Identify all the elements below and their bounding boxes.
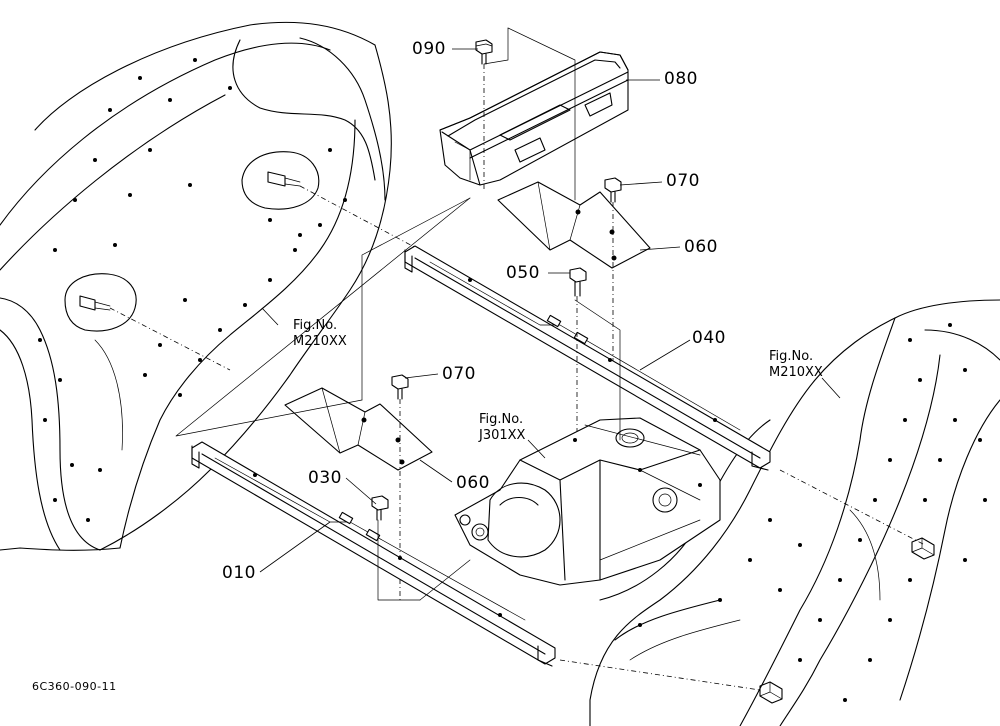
figure-reference-left: Fig.No. M210XX: [293, 318, 347, 351]
label-080: 080: [664, 69, 698, 89]
figure-reference-left-title: Fig.No.: [293, 318, 338, 333]
label-070-lower: 070: [442, 364, 476, 384]
bolt-070-lower: [391, 374, 409, 600]
right-fender: [559, 299, 1000, 726]
label-040: 040: [692, 328, 726, 348]
bolt-030: [371, 495, 389, 521]
rail-040: [404, 245, 771, 471]
bracket-060-lower: [284, 387, 433, 471]
left-fender-holes: [38, 58, 347, 522]
figure-reference-right-code: M210XX: [769, 365, 823, 381]
label-060-upper: 060: [684, 237, 718, 257]
label-090: 090: [412, 39, 446, 59]
label-010: 010: [222, 563, 256, 583]
label-070-upper: 070: [666, 171, 700, 191]
label-060-lower: 060: [456, 473, 490, 493]
figure-reference-center-code: J301XX: [479, 428, 526, 444]
bolt-050: [569, 267, 587, 440]
tool-box: [439, 51, 629, 186]
assembly-lines: [175, 27, 621, 601]
hydraulic-valve-block: [454, 417, 721, 586]
rail-010: [191, 441, 556, 667]
leader-lines: [259, 48, 841, 573]
figure-reference-right-title: Fig.No.: [769, 349, 814, 364]
figure-reference-right: Fig.No. M210XX: [769, 349, 823, 382]
right-fender-holes: [638, 323, 987, 702]
drawing-code: 6C360-090-11: [32, 680, 117, 693]
bracket-060-upper: [497, 181, 651, 269]
label-030: 030: [308, 468, 342, 488]
figure-reference-center-title: Fig.No.: [479, 412, 524, 427]
bolt-070-upper: [604, 177, 622, 380]
figure-reference-center: Fig.No. J301XX: [479, 412, 525, 445]
left-fender: [0, 21, 421, 551]
bolt-090: [475, 39, 493, 190]
figure-reference-left-code: M210XX: [293, 334, 347, 350]
label-050: 050: [506, 263, 540, 283]
